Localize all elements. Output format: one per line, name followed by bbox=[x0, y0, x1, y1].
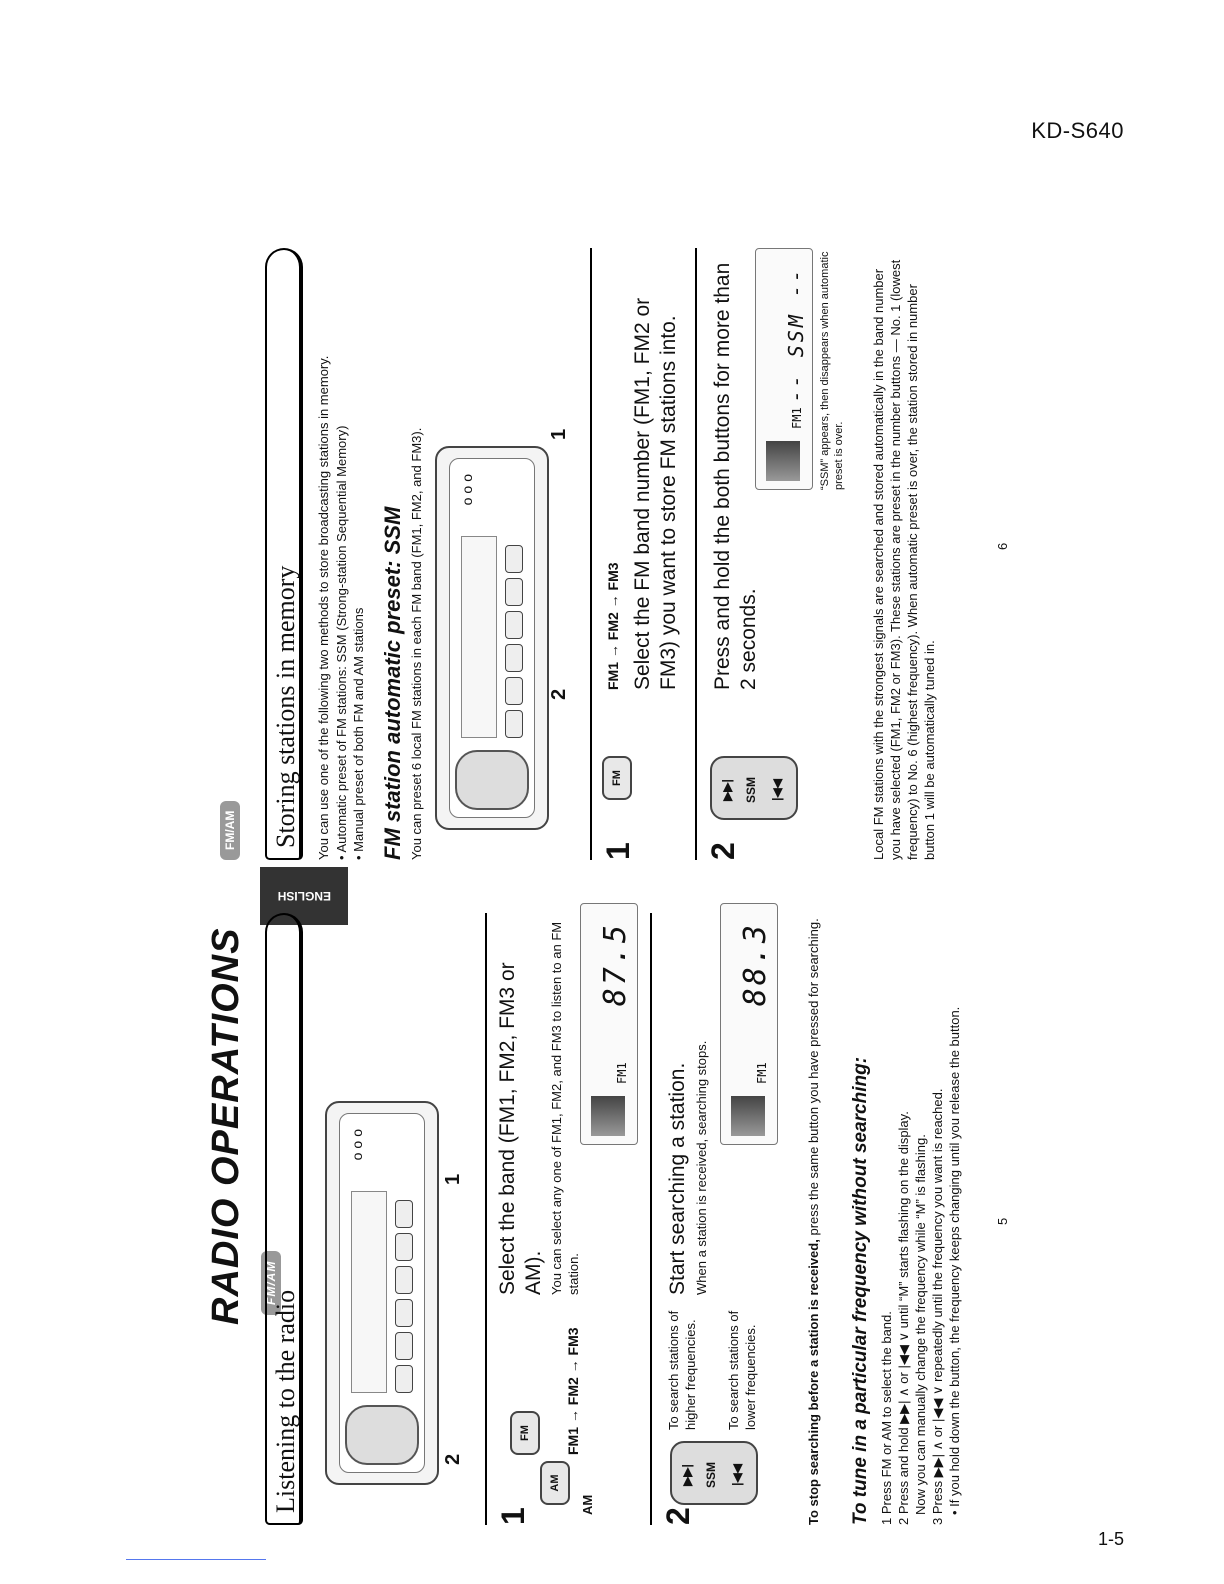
step2-note: When a station is received, searching st… bbox=[694, 1040, 709, 1295]
fm-button-icon: FM bbox=[510, 1411, 540, 1455]
cycle-fm2: FM2 bbox=[565, 1377, 581, 1406]
signal-bars-icon bbox=[731, 1096, 765, 1136]
tune-instructions: 1 Press FM or AM to select the band. 2 P… bbox=[878, 905, 963, 1525]
stop-searching-bold: To stop searching before a station is re… bbox=[806, 1239, 821, 1525]
divider bbox=[590, 248, 592, 860]
divider bbox=[695, 248, 697, 860]
preset-buttons bbox=[505, 545, 523, 738]
step-number-2: 2 bbox=[705, 842, 741, 860]
footer-page-5: 5 bbox=[995, 1217, 1010, 1225]
model-number: KD-S640 bbox=[1031, 118, 1124, 143]
preset-buttons bbox=[395, 1200, 413, 1393]
small-buttons-icon: ooo bbox=[459, 470, 475, 506]
seek-buttons-icon: ▶▶|SSM|◀◀ bbox=[670, 1441, 758, 1505]
tune-line: 1 Press FM or AM to select the band. bbox=[879, 1311, 894, 1525]
search-higher-note: To search stations of higher frequencies… bbox=[666, 1310, 698, 1430]
tune-line: • If you hold down the button, the frequ… bbox=[947, 1006, 962, 1515]
receiver-illustration: ooo bbox=[435, 446, 549, 830]
footer-rule bbox=[126, 1559, 266, 1560]
step1-note: You can select any one of FM1, FM2, and … bbox=[549, 921, 581, 1295]
receiver-display bbox=[461, 536, 497, 738]
right-page: FM/AM Storing stations in memory You can… bbox=[150, 225, 1020, 860]
section-heading-storing: Storing stations in memory bbox=[265, 248, 303, 860]
step1-heading: Select the band (FM1, FM2, FM3 or AM). bbox=[496, 962, 545, 1295]
search-lower-note: To search stations of lower frequencies. bbox=[726, 1310, 758, 1430]
display-frequency: 88.3 bbox=[738, 922, 773, 1007]
control-dial-icon bbox=[455, 750, 529, 810]
fm-cycle: FM1 → FM2 → FM3 bbox=[605, 562, 621, 690]
ssm-closing-text: Local FM stations with the strongest sig… bbox=[871, 259, 937, 860]
signal-bars-icon bbox=[591, 1096, 625, 1136]
stop-searching-text: To stop searching before a station is re… bbox=[805, 913, 822, 1525]
control-dial-icon bbox=[345, 1405, 419, 1465]
callout-1: 1 bbox=[442, 1173, 464, 1185]
ssm-subheading: You can preset 6 local FM stations in ea… bbox=[409, 427, 424, 860]
step2-heading: Start searching a station. bbox=[666, 1062, 689, 1295]
callout-2: 2 bbox=[548, 688, 570, 700]
small-buttons-icon: ooo bbox=[349, 1125, 365, 1161]
step-number-1: 1 bbox=[600, 842, 636, 860]
section-heading-listening: Listening to the radio bbox=[265, 913, 303, 1525]
page-title-text: RADIO OPERATIONS bbox=[205, 927, 247, 1325]
method-item: • Automatic preset of FM stations: SSM (… bbox=[334, 425, 349, 860]
receiver-illustration: ooo bbox=[325, 1101, 439, 1485]
display-87-5: FM1 87.5 bbox=[580, 903, 638, 1145]
step1-heading: Select the FM band number (FM1, FM2 or F… bbox=[631, 297, 680, 690]
fm-button-icon: FM bbox=[602, 756, 632, 800]
receiver-display bbox=[351, 1191, 387, 1393]
cycle-fm1: FM1 bbox=[605, 662, 621, 690]
divider bbox=[485, 913, 487, 1525]
step-number-1: 1 bbox=[495, 1507, 531, 1525]
ssm-heading: FM station automatic preset: SSM bbox=[380, 506, 405, 860]
tune-line: 3 Press ▶▶| ∧ or |◀◀ ∨ repeatedly until … bbox=[930, 1088, 945, 1525]
display-88-3: FM1 88.3 bbox=[720, 903, 778, 1145]
cycle-fm2: FM2 bbox=[605, 612, 621, 641]
display-ssm: FM1 -- SSM -- bbox=[755, 248, 813, 490]
am-label: AM bbox=[580, 1494, 595, 1515]
display-band: FM1 bbox=[755, 1062, 769, 1084]
method-list: • Automatic preset of FM stations: SSM (… bbox=[333, 248, 367, 860]
callout-1: 1 bbox=[548, 428, 570, 440]
page-number: 1-5 bbox=[1097, 1529, 1124, 1549]
am-button-icon: AM bbox=[540, 1461, 570, 1505]
display-frequency: 87.5 bbox=[598, 922, 633, 1007]
cycle-fm3: FM3 bbox=[605, 562, 621, 591]
tune-line: 2 Press and hold ▶▶| ∧ or |◀◀ ∨ until “M… bbox=[896, 1111, 911, 1525]
callout-2: 2 bbox=[442, 1453, 464, 1465]
signal-bars-icon bbox=[766, 441, 800, 481]
stop-searching-detail: press the same button you have pressed f… bbox=[806, 918, 821, 1236]
cycle-fm1: FM1 bbox=[565, 1427, 581, 1455]
fm-cycle: FM1 → FM2 → FM3 bbox=[565, 1327, 581, 1455]
step-number-2: 2 bbox=[660, 1507, 696, 1525]
method-item: • Manual preset of both FM and AM statio… bbox=[351, 607, 366, 860]
display-band: FM1 bbox=[790, 407, 804, 429]
tune-heading: To tune in a particular frequency withou… bbox=[850, 1056, 871, 1525]
tune-line: Now you can manually change the frequenc… bbox=[913, 1134, 928, 1515]
cycle-fm3: FM3 bbox=[565, 1327, 581, 1356]
footer-page-6: 6 bbox=[995, 542, 1010, 550]
band-badge-icon: FM/AM bbox=[220, 800, 240, 860]
divider bbox=[650, 913, 652, 1525]
storing-intro: You can use one of the following two met… bbox=[316, 355, 331, 860]
seek-buttons-icon: ▶▶|SSM|◀◀ bbox=[710, 756, 798, 820]
display-band: FM1 bbox=[615, 1062, 629, 1084]
display-ssm-text: -- SSM -- bbox=[784, 267, 808, 403]
ssm-display-note: “SSM” appears, then disappears when auto… bbox=[819, 251, 845, 490]
